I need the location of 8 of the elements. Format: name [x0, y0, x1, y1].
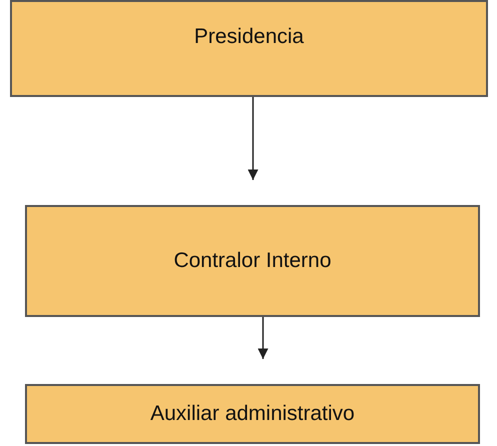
box-label: Presidencia	[194, 24, 304, 48]
org-box	[25, 384, 480, 444]
arrow	[258, 317, 268, 359]
arrow	[248, 97, 258, 180]
org-box	[10, 0, 488, 97]
box-label: Auxiliar administrativo	[150, 402, 355, 426]
org-box	[25, 205, 480, 317]
box-label: Contralor Interno	[174, 249, 332, 273]
